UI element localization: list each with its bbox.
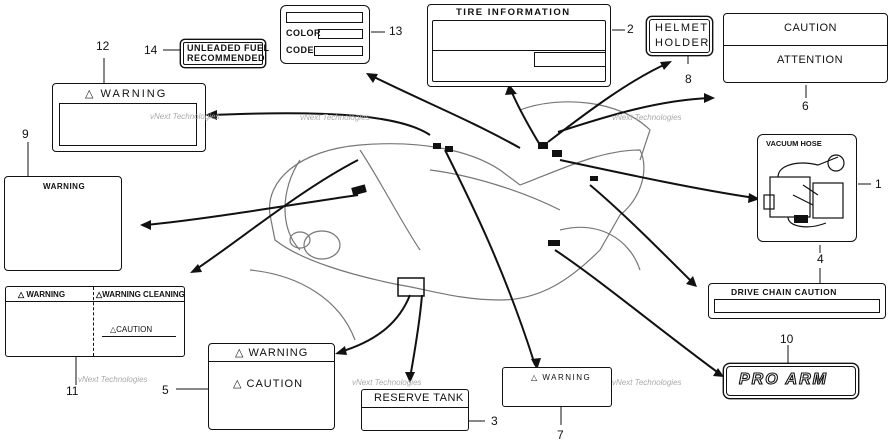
caution-attention-divider bbox=[724, 45, 887, 46]
label-unleaded-fuel: UNLEADED FUEL RECOMMENDED bbox=[183, 42, 269, 65]
callout-leaders bbox=[27, 29, 871, 425]
label-tire-information: TIRE INFORMATION bbox=[427, 4, 611, 87]
label-warning-12: △ WARNING bbox=[52, 83, 206, 152]
caution-5-text: △ CAUTION bbox=[233, 378, 304, 390]
warning-11-left-text: △ WARNING bbox=[18, 290, 66, 299]
warning-7-text: △ WARNING bbox=[531, 373, 592, 382]
unleaded-line2: RECOMMENDED bbox=[187, 53, 266, 63]
warning-12-text: △ WARNING bbox=[85, 88, 168, 100]
warning-11-vertical-divider bbox=[93, 287, 94, 356]
callout-1: 1 bbox=[875, 177, 882, 191]
warning-5-text: △ WARNING bbox=[235, 347, 309, 359]
callout-9: 9 bbox=[22, 127, 29, 141]
callout-13: 13 bbox=[389, 24, 403, 38]
watermark-4: vNext Technologies bbox=[78, 375, 148, 384]
callout-10: 10 bbox=[780, 332, 794, 346]
motorcycle-outline bbox=[249, 101, 651, 341]
callout-8: 8 bbox=[685, 72, 692, 86]
label-warning-7: △ WARNING bbox=[502, 367, 612, 407]
callout-3: 3 bbox=[491, 414, 498, 428]
vacuum-hose-text: VACUUM HOSE bbox=[766, 139, 822, 148]
callout-7: 7 bbox=[557, 428, 564, 442]
label-caution-attention: CAUTION ATTENTION bbox=[723, 13, 888, 83]
watermark-1: vNext Technologies bbox=[150, 112, 220, 121]
label-color-code: COLOR CODE bbox=[280, 5, 370, 64]
callout-6: 6 bbox=[802, 99, 809, 113]
watermark-6: vNext Technologies bbox=[612, 378, 682, 387]
watermark-5: vNext Technologies bbox=[352, 378, 422, 387]
color-code-field-1 bbox=[286, 12, 363, 23]
warning-5-divider bbox=[209, 361, 334, 362]
attention-text: ATTENTION bbox=[777, 54, 844, 66]
warning-11-divider bbox=[6, 301, 184, 302]
warning-12-body bbox=[59, 103, 197, 146]
callout-5: 5 bbox=[162, 383, 169, 397]
warning-11-caution-line bbox=[102, 336, 176, 337]
caution-text: CAUTION bbox=[784, 22, 837, 34]
watermark-3: vNext Technologies bbox=[612, 113, 682, 122]
label-helmet-holder: HELMET HOLDER bbox=[649, 19, 710, 53]
code-field bbox=[314, 46, 363, 56]
tire-info-cell bbox=[534, 52, 606, 67]
watermark-2: vNext Technologies bbox=[300, 113, 370, 122]
callout-11: 11 bbox=[66, 384, 79, 398]
leader-arrows bbox=[144, 62, 756, 379]
code-text: CODE bbox=[286, 45, 315, 55]
label-warning-caution: △ WARNING △ CAUTION bbox=[208, 343, 335, 430]
tire-info-grid bbox=[432, 20, 606, 82]
pro-arm-text: PRO ARM bbox=[738, 370, 828, 388]
color-field bbox=[318, 29, 363, 39]
bike-label-marks bbox=[351, 142, 598, 297]
label-warning-cleaning: △ WARNING △WARNING CLEANING △CAUTION bbox=[5, 286, 185, 357]
label-vacuum-hose: VACUUM HOSE bbox=[757, 134, 857, 242]
warning-11-caution-text: △CAUTION bbox=[110, 325, 153, 334]
drive-chain-caution-text: DRIVE CHAIN CAUTION bbox=[731, 287, 837, 297]
tire-info-divider bbox=[432, 50, 606, 51]
color-text: COLOR bbox=[286, 28, 321, 38]
vacuum-hose-drawing bbox=[763, 154, 845, 228]
drive-chain-body bbox=[714, 299, 880, 313]
callout-4: 4 bbox=[817, 252, 824, 266]
reserve-tank-text: RESERVE TANK bbox=[374, 392, 464, 404]
callout-14: 14 bbox=[144, 43, 158, 57]
label-reserve-tank: RESERVE TANK bbox=[361, 389, 469, 431]
warning-9-text: WARNING bbox=[43, 182, 86, 191]
helmet-text: HELMET bbox=[655, 22, 709, 34]
tire-information-text: TIRE INFORMATION bbox=[456, 7, 571, 18]
reserve-tank-divider bbox=[362, 407, 468, 408]
holder-text: HOLDER bbox=[655, 37, 710, 49]
label-drive-chain-caution: DRIVE CHAIN CAUTION bbox=[708, 283, 886, 319]
warning-11-right-text: △WARNING CLEANING bbox=[96, 290, 185, 299]
callout-2: 2 bbox=[627, 22, 634, 36]
callout-12: 12 bbox=[96, 39, 110, 53]
label-warning-9: WARNING bbox=[4, 176, 122, 271]
label-pro-arm: PRO ARM bbox=[726, 366, 856, 396]
unleaded-line1: UNLEADED FUEL bbox=[187, 43, 270, 53]
